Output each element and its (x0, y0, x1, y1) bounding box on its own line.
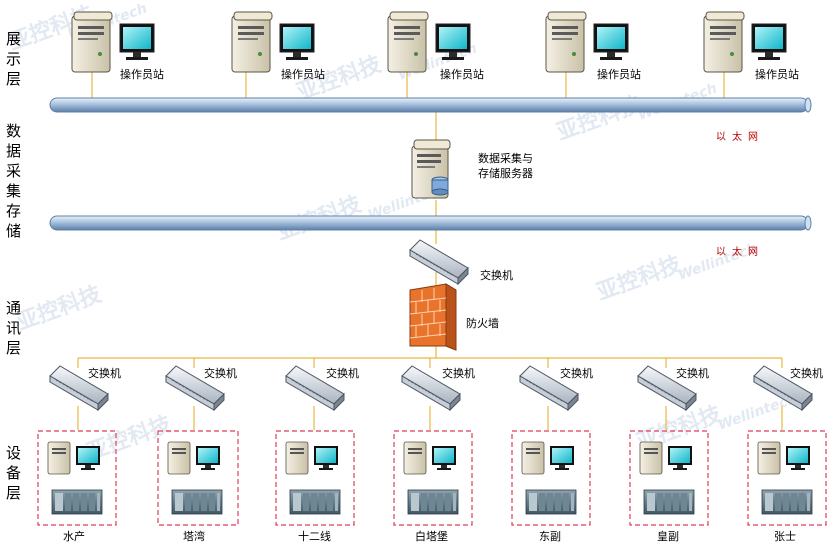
workstation-label: 操作员站 (440, 67, 484, 81)
layer-data-char: 据 (6, 142, 21, 160)
site-name: 东副 (539, 530, 561, 543)
site-box: 白塔堡 (393, 430, 473, 543)
workstation-label: 操作员站 (120, 67, 164, 81)
site-box: 张士 (747, 430, 827, 543)
firewall: 防火墙 (409, 283, 499, 351)
plc-icon (51, 489, 103, 515)
workstation: 操作员站 (231, 11, 325, 81)
pc-icon (403, 441, 457, 475)
site-switch-label: 交换机 (790, 366, 823, 380)
workstation-computer-icon (231, 11, 315, 73)
site-name: 张士 (774, 530, 796, 543)
layer-comm-char: 讯 (6, 319, 21, 337)
site-switch-label: 交换机 (442, 366, 475, 380)
firewall-label: 防火墙 (466, 316, 499, 330)
site-name: 皇副 (657, 529, 679, 543)
site-name: 白塔堡 (415, 529, 448, 543)
server-icon (411, 139, 451, 199)
site-switch-label: 交换机 (88, 366, 121, 380)
layer-device-char: 设 (6, 444, 21, 462)
workstation-label: 操作员站 (597, 67, 641, 81)
layer-data-char: 存 (6, 202, 21, 220)
plc-icon (525, 489, 577, 515)
site-name: 水产 (63, 529, 85, 543)
workstation-label: 操作员站 (755, 67, 799, 81)
plc-icon (407, 489, 459, 515)
pc-icon (757, 441, 811, 475)
site-name: 十二线 (298, 529, 331, 543)
workstation-computer-icon (703, 11, 787, 73)
switch-icon (409, 239, 469, 285)
plc-icon (171, 489, 223, 515)
plc-icon (761, 489, 813, 515)
workstation: 操作员站 (703, 11, 799, 81)
site-box: 水产 (37, 430, 117, 543)
ethernet-bus-top (49, 97, 812, 113)
workstation: 操作员站 (71, 11, 164, 81)
workstation: 操作员站 (545, 11, 641, 81)
layer-data-char: 集 (6, 182, 21, 200)
site-switch: 交换机 (519, 365, 593, 411)
site-name: 塔湾 (183, 529, 205, 543)
layer-data-char: 数 (6, 122, 21, 140)
layer-device-char: 层 (6, 484, 21, 502)
workstation-computer-icon (545, 11, 629, 73)
ethernet-label: 以太网 (716, 130, 764, 143)
site-switch: 交换机 (753, 365, 823, 411)
site-box: 塔湾 (157, 430, 239, 543)
firewall-icon (409, 283, 457, 351)
server-label-line2: 存储服务器 (478, 166, 533, 180)
pc-icon (167, 441, 221, 475)
site-switch: 交换机 (285, 365, 359, 411)
site-box: 东副 (511, 430, 591, 543)
watermark-cn: 亚控科技 (13, 281, 106, 336)
layer-data-char: 储 (6, 222, 21, 240)
workstation: 操作员站 (387, 11, 484, 81)
plc-icon (643, 489, 695, 515)
site-switch-label: 交换机 (326, 366, 359, 380)
pc-icon (521, 441, 575, 475)
ethernet-label: 以太网 (716, 245, 764, 258)
layer-data-char: 采 (6, 162, 21, 180)
plc-icon (289, 489, 341, 515)
site-switch-label: 交换机 (676, 366, 709, 380)
core-switch: 交换机 (409, 239, 513, 285)
site-box: 十二线 (275, 430, 355, 543)
watermark-cn: 亚控科技 (593, 251, 686, 306)
server-label-line1: 数据采集与 (478, 151, 533, 165)
layer-comm-char: 层 (6, 339, 21, 357)
site-switch-label: 交换机 (204, 366, 237, 380)
site-box: 皇副 (629, 430, 709, 543)
layer-display-char: 示 (6, 50, 21, 68)
data-server: 数据采集与 存储服务器 (411, 139, 533, 199)
layer-display-char: 展 (6, 30, 21, 48)
site-switch: 交换机 (165, 365, 237, 411)
site-switch: 交换机 (401, 365, 475, 411)
core-switch-label: 交换机 (480, 268, 513, 282)
site-switch-label: 交换机 (560, 366, 593, 380)
pc-icon (47, 441, 101, 475)
connection-lines (77, 66, 783, 430)
layer-comm-char: 通 (6, 299, 21, 317)
pc-icon (285, 441, 339, 475)
site-switch: 交换机 (637, 365, 709, 411)
layer-display-char: 层 (6, 70, 21, 88)
layer-device-char: 备 (6, 464, 21, 482)
site-switch: 交换机 (49, 365, 121, 411)
workstation-label: 操作员站 (281, 67, 325, 81)
ethernet-bus-middle (49, 215, 812, 231)
